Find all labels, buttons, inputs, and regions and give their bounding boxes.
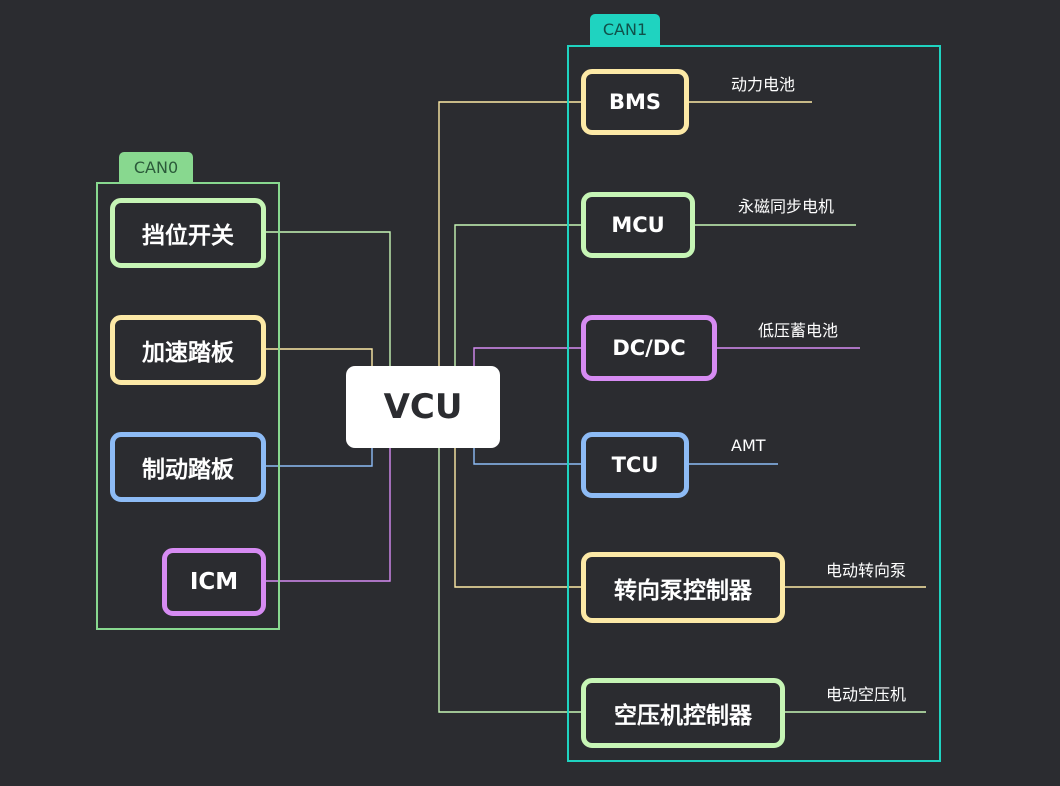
device-label-amt: AMT (731, 436, 766, 455)
device-label-lv-battery: 低压蓄电池 (758, 321, 839, 340)
can0-bus-frame (96, 182, 280, 630)
air-compressor-controller-node: 空压机控制器 (581, 678, 785, 748)
dcdc-node: DC/DC (581, 315, 717, 381)
steering-pump-controller-node: 转向泵控制器 (581, 552, 785, 623)
device-label-steering-pump: 电动转向泵 (826, 561, 907, 580)
wire-gear-switch (266, 231, 391, 366)
vcu-node: VCU (346, 366, 500, 448)
can1-bus-label: CAN1 (590, 14, 660, 45)
wire-bms (438, 101, 581, 366)
wire-dcdc (473, 347, 581, 366)
wire-brake-pedal (266, 448, 373, 467)
wire-icm (266, 448, 391, 582)
device-label-traction-battery: 动力电池 (731, 75, 796, 94)
icm-node: ICM (162, 548, 266, 616)
gear-switch-node: 挡位开关 (110, 198, 266, 268)
wire-mcu (454, 224, 581, 366)
device-label-air-compressor: 电动空压机 (826, 685, 907, 704)
accelerator-pedal-node: 加速踏板 (110, 315, 266, 385)
bms-node: BMS (581, 69, 689, 135)
wire-tcu (473, 448, 581, 465)
mcu-node: MCU (581, 192, 695, 258)
tcu-node: TCU (581, 432, 689, 498)
wire-accelerator-pedal (266, 348, 373, 366)
wire-steering-pump-controller (454, 448, 581, 588)
can1-bus-frame (567, 45, 941, 762)
device-label-pm-motor: 永磁同步电机 (738, 197, 835, 216)
can0-bus-label: CAN0 (119, 152, 193, 182)
brake-pedal-node: 制动踏板 (110, 432, 266, 502)
wire-air-compressor-controller (438, 448, 581, 713)
